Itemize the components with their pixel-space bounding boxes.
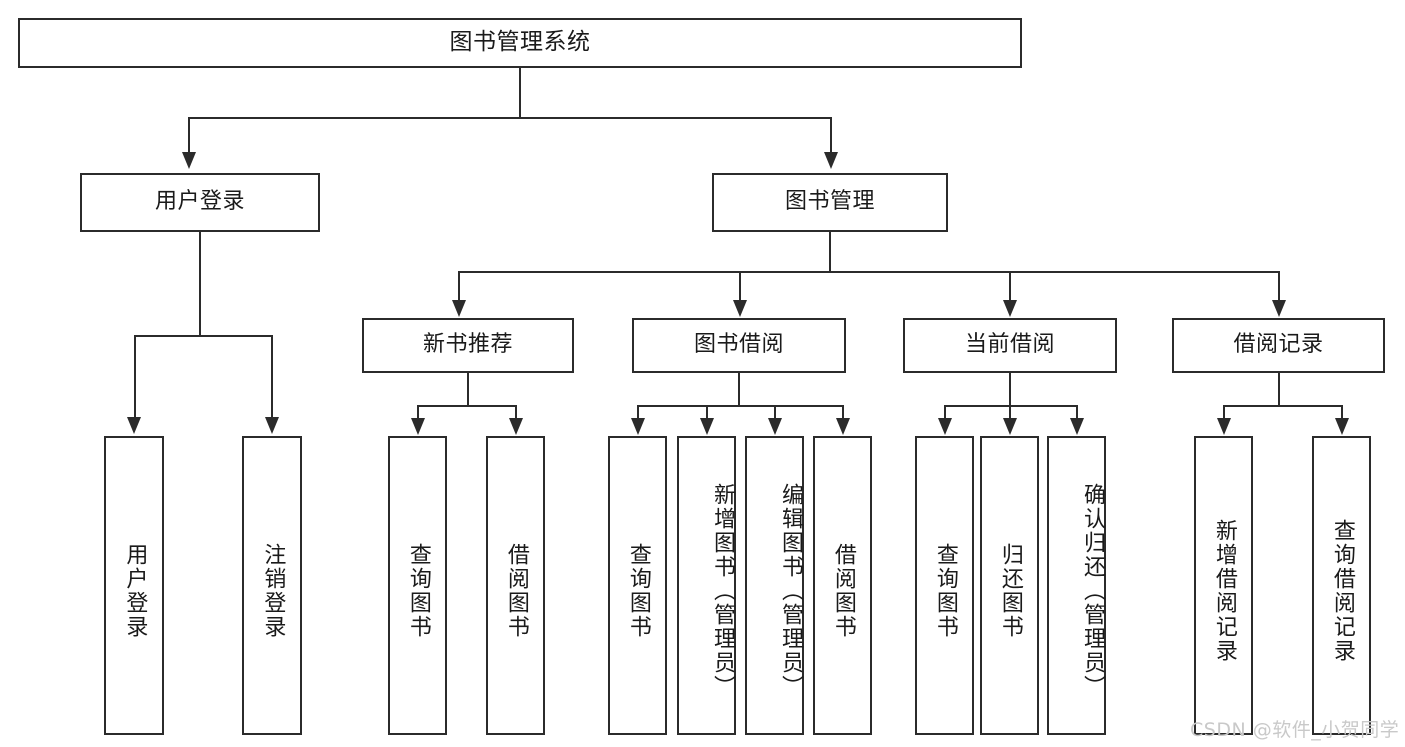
node-label: 图书借阅 — [693, 332, 784, 358]
leaf-edit-book-admin[interactable]: 编辑图书（管理员） — [745, 436, 804, 735]
node-label: 注销登录 — [260, 542, 286, 639]
arrow-book-mgmt-to-l3-3 — [1003, 300, 1017, 317]
edge-root-stem — [519, 68, 521, 118]
leaf-confirm-return-admin[interactable]: 确认归还（管理员） — [1047, 436, 1106, 735]
node-label: 查询图书 — [625, 542, 651, 639]
arrow-user-login-to-leaf-1 — [127, 417, 141, 434]
edge-current-borrow-to-leaf-3 — [1076, 405, 1078, 419]
leaf-logout-login[interactable]: 注销登录 — [242, 436, 302, 735]
node-label: 查询图书 — [932, 542, 958, 639]
node-borrow-record[interactable]: 借阅记录 — [1172, 318, 1385, 373]
leaf-add-book-admin[interactable]: 新增图书（管理员） — [677, 436, 736, 735]
node-label: 借阅记录 — [1233, 332, 1324, 358]
node-label: 查询图书 — [405, 542, 431, 639]
arrow-current-borrow-to-leaf-3 — [1070, 418, 1084, 435]
arrow-book-borrow-to-leaf-4 — [836, 418, 850, 435]
arrow-root-to-book-mgmt — [824, 152, 838, 169]
edge-book-mgmt-bar — [458, 271, 1279, 273]
node-label: 确认归还（管理员） — [1080, 482, 1105, 699]
edge-book-borrow-to-leaf-3 — [774, 405, 776, 419]
leaf-query-book-current[interactable]: 查询图书 — [915, 436, 974, 735]
edge-new-book-stem — [467, 373, 469, 406]
node-label: 新书推荐 — [422, 332, 513, 358]
node-label: 归还图书 — [997, 542, 1023, 639]
arrow-current-borrow-to-leaf-2 — [1003, 418, 1017, 435]
edge-book-mgmt-to-l3-3 — [1009, 271, 1011, 301]
edge-new-book-bar — [417, 405, 517, 407]
arrow-root-to-user-login — [182, 152, 196, 169]
arrow-user-login-to-leaf-2 — [265, 417, 279, 434]
edge-book-mgmt-to-l3-4 — [1278, 271, 1280, 301]
arrow-borrow-record-to-leaf-1 — [1217, 418, 1231, 435]
edge-new-book-to-leaf-1 — [417, 405, 419, 419]
edge-root-to-user-login — [188, 117, 190, 153]
edge-borrow-record-to-leaf-1 — [1223, 405, 1225, 419]
leaf-add-borrow-record[interactable]: 新增借阅记录 — [1194, 436, 1253, 735]
node-label: 借阅图书 — [503, 542, 529, 639]
arrow-book-mgmt-to-l3-2 — [733, 300, 747, 317]
leaf-query-book-borrow[interactable]: 查询图书 — [608, 436, 667, 735]
edge-book-borrow-to-leaf-1 — [637, 405, 639, 419]
edge-book-mgmt-to-l3-2 — [739, 271, 741, 301]
edge-book-mgmt-stem — [829, 232, 831, 273]
edge-root-bar — [188, 117, 832, 119]
leaf-query-borrow-record[interactable]: 查询借阅记录 — [1312, 436, 1371, 735]
node-new-book-recommend[interactable]: 新书推荐 — [362, 318, 574, 373]
leaf-return-book[interactable]: 归还图书 — [980, 436, 1039, 735]
node-user-login[interactable]: 用户登录 — [80, 173, 320, 232]
node-label: 新增借阅记录 — [1211, 518, 1237, 663]
node-label: 当前借阅 — [964, 332, 1055, 358]
edge-user-login-to-leaf-1 — [134, 335, 136, 418]
node-label: 图书管理 — [784, 189, 875, 215]
edge-user-login-stem — [199, 232, 201, 336]
leaf-query-book-recommend[interactable]: 查询图书 — [388, 436, 447, 735]
node-label: 编辑图书（管理员） — [778, 482, 803, 699]
arrow-new-book-to-leaf-1 — [411, 418, 425, 435]
arrow-book-borrow-to-leaf-2 — [700, 418, 714, 435]
edge-current-borrow-to-leaf-2 — [1009, 405, 1011, 419]
arrow-current-borrow-to-leaf-1 — [938, 418, 952, 435]
edge-user-login-to-leaf-2 — [271, 335, 273, 418]
arrow-new-book-to-leaf-2 — [509, 418, 523, 435]
edge-new-book-to-leaf-2 — [515, 405, 517, 419]
arrow-borrow-record-to-leaf-2 — [1335, 418, 1349, 435]
leaf-borrow-book[interactable]: 借阅图书 — [813, 436, 872, 735]
leaf-borrow-book-recommend[interactable]: 借阅图书 — [486, 436, 545, 735]
edge-borrow-record-stem — [1278, 373, 1280, 406]
edge-user-login-bar — [134, 335, 273, 337]
leaf-user-login[interactable]: 用户登录 — [104, 436, 164, 735]
edge-borrow-record-bar — [1223, 405, 1342, 407]
node-current-borrow[interactable]: 当前借阅 — [903, 318, 1117, 373]
node-root-system[interactable]: 图书管理系统 — [18, 18, 1022, 68]
arrow-book-mgmt-to-l3-1 — [452, 300, 466, 317]
arrow-book-mgmt-to-l3-4 — [1272, 300, 1286, 317]
edge-current-borrow-stem — [1009, 373, 1011, 406]
node-label: 用户登录 — [122, 542, 148, 639]
node-label: 查询借阅记录 — [1329, 518, 1355, 663]
edge-book-borrow-stem — [738, 373, 740, 406]
arrow-book-borrow-to-leaf-1 — [631, 418, 645, 435]
node-label: 用户登录 — [154, 189, 245, 215]
edge-book-borrow-to-leaf-2 — [706, 405, 708, 419]
edge-borrow-record-to-leaf-2 — [1341, 405, 1343, 419]
node-book-borrow[interactable]: 图书借阅 — [632, 318, 846, 373]
edge-book-borrow-bar — [637, 405, 842, 407]
edge-book-borrow-to-leaf-4 — [842, 405, 844, 419]
node-label: 借阅图书 — [830, 542, 856, 639]
arrow-book-borrow-to-leaf-3 — [768, 418, 782, 435]
node-label: 图书管理系统 — [449, 29, 591, 56]
node-label: 新增图书（管理员） — [710, 482, 735, 699]
edge-current-borrow-to-leaf-1 — [944, 405, 946, 419]
node-book-management[interactable]: 图书管理 — [712, 173, 948, 232]
edge-book-mgmt-to-l3-1 — [458, 271, 460, 301]
edge-root-to-book-mgmt — [830, 117, 832, 153]
